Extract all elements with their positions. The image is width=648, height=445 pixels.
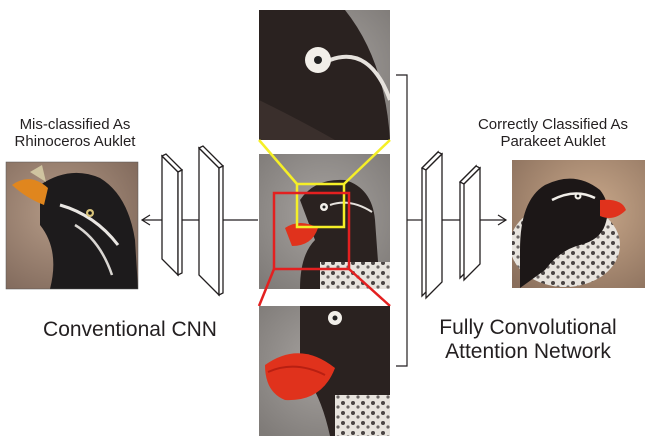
red-region-zoom-image <box>259 306 390 436</box>
fcan-label: Fully Convolutional Attention Network <box>408 316 648 365</box>
misclassified-caption-line1: Mis-classified As <box>19 116 131 133</box>
layer-panel-icon <box>197 145 225 297</box>
fcan-label-line1: Fully Convolutional <box>439 316 617 339</box>
red-attention-box <box>272 191 351 271</box>
conventional-cnn-label: Conventional CNN <box>43 318 217 341</box>
fcan-bracket <box>396 74 408 367</box>
yellow-attention-box <box>295 182 346 229</box>
input-bird-image <box>259 154 390 289</box>
layer-panel-icon <box>420 150 444 300</box>
left-arrow-icon <box>140 214 151 226</box>
parakeet-auklet-image <box>512 160 645 288</box>
right-arrow-icon <box>497 214 508 226</box>
layer-panel-icon <box>458 164 482 282</box>
fcan-layer-stack <box>420 150 482 300</box>
yellow-region-zoom-image <box>259 10 390 140</box>
misclassified-caption: Mis-classified As Rhinoceros Auklet <box>0 116 150 151</box>
cnn-layer-stack <box>160 145 225 297</box>
correctly-classified-caption: Correctly Classified As Parakeet Auklet <box>458 116 648 151</box>
fcan-label-line2: Attention Network <box>445 340 611 364</box>
misclassified-caption-line2: Rhinoceros Auklet <box>14 133 136 151</box>
correct-caption-line2: Parakeet Auklet <box>500 133 606 151</box>
rhinoceros-auklet-image <box>6 162 138 289</box>
correct-caption-line1: Correctly Classified As <box>477 116 629 133</box>
layer-panel-icon <box>160 153 184 277</box>
